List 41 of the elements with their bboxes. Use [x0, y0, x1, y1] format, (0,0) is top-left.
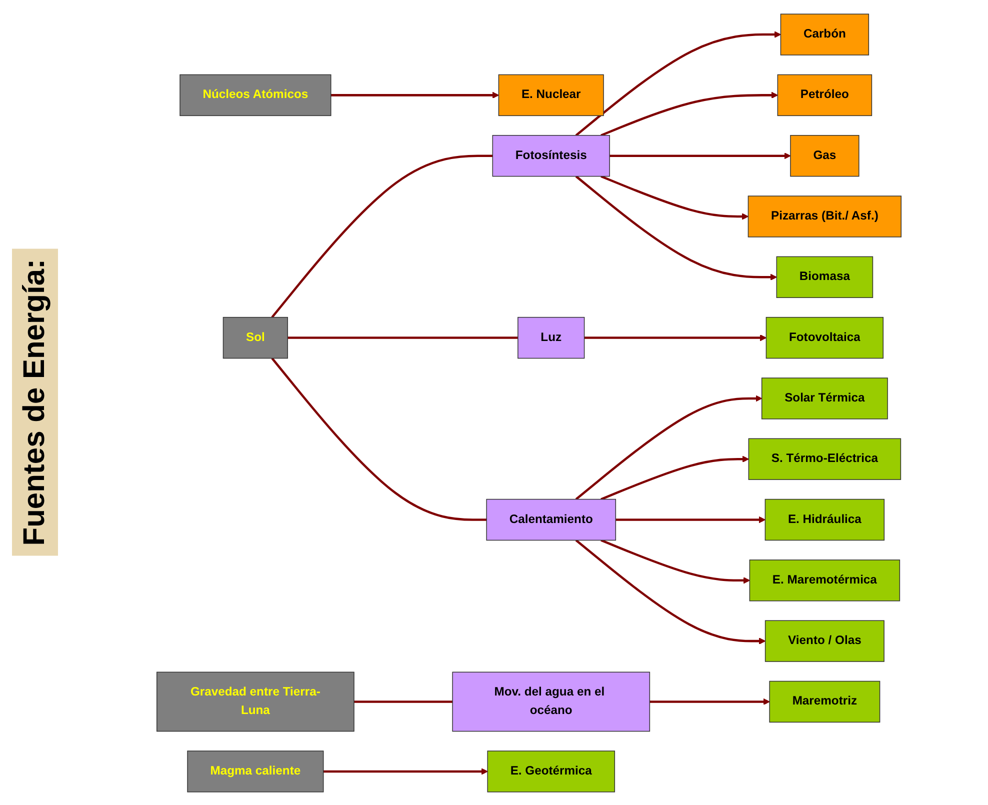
node-box: S. Térmo-Eléctrica — [748, 438, 902, 480]
node-box: Calentamiento — [486, 498, 616, 540]
connector — [271, 357, 487, 520]
node-box: Biomasa — [776, 256, 874, 298]
arrow — [575, 30, 781, 136]
arrow — [610, 152, 791, 159]
node-box: Gravedad entre Tierra-Luna — [156, 671, 354, 732]
node-box: Gas — [790, 134, 860, 176]
node-box: Pizarras (Bit./ Asf.) — [748, 195, 902, 237]
node-box: Núcleos Atómicos — [180, 74, 332, 116]
arrow — [323, 768, 488, 774]
arrow — [575, 538, 766, 644]
node-box: Viento / Olas — [764, 620, 884, 662]
node-box: Fotovoltaica — [766, 316, 884, 358]
node-box: Solar Térmica — [761, 377, 888, 419]
node-box: Magma caliente — [187, 750, 324, 792]
node-box: Fotosíntesis — [492, 134, 610, 176]
diagram-title: Fuentes de Energía: — [12, 249, 58, 556]
node-box: Mov. del agua en el océano — [452, 671, 650, 732]
arrow — [584, 334, 767, 341]
arrow — [616, 516, 766, 523]
connector — [288, 336, 518, 338]
node-box: E. Maremotérmica — [749, 559, 900, 601]
arrow — [600, 91, 778, 136]
arrow — [600, 538, 750, 584]
arrow — [330, 91, 499, 98]
arrow — [575, 174, 777, 280]
arrow — [600, 455, 749, 500]
node-box: Petróleo — [777, 74, 872, 116]
arrow — [650, 698, 770, 705]
node-box: E. Hidráulica — [764, 498, 885, 540]
connector — [271, 154, 493, 318]
arrow — [575, 394, 762, 500]
node-box: Luz — [518, 316, 585, 358]
connector — [354, 700, 453, 702]
node-box: E. Geotérmica — [487, 750, 616, 792]
node-box: Sol — [222, 316, 288, 358]
node-box: Maremotriz — [769, 680, 880, 722]
arrow — [600, 174, 749, 220]
node-box: Carbón — [780, 13, 870, 55]
node-box: E. Nuclear — [498, 74, 604, 116]
